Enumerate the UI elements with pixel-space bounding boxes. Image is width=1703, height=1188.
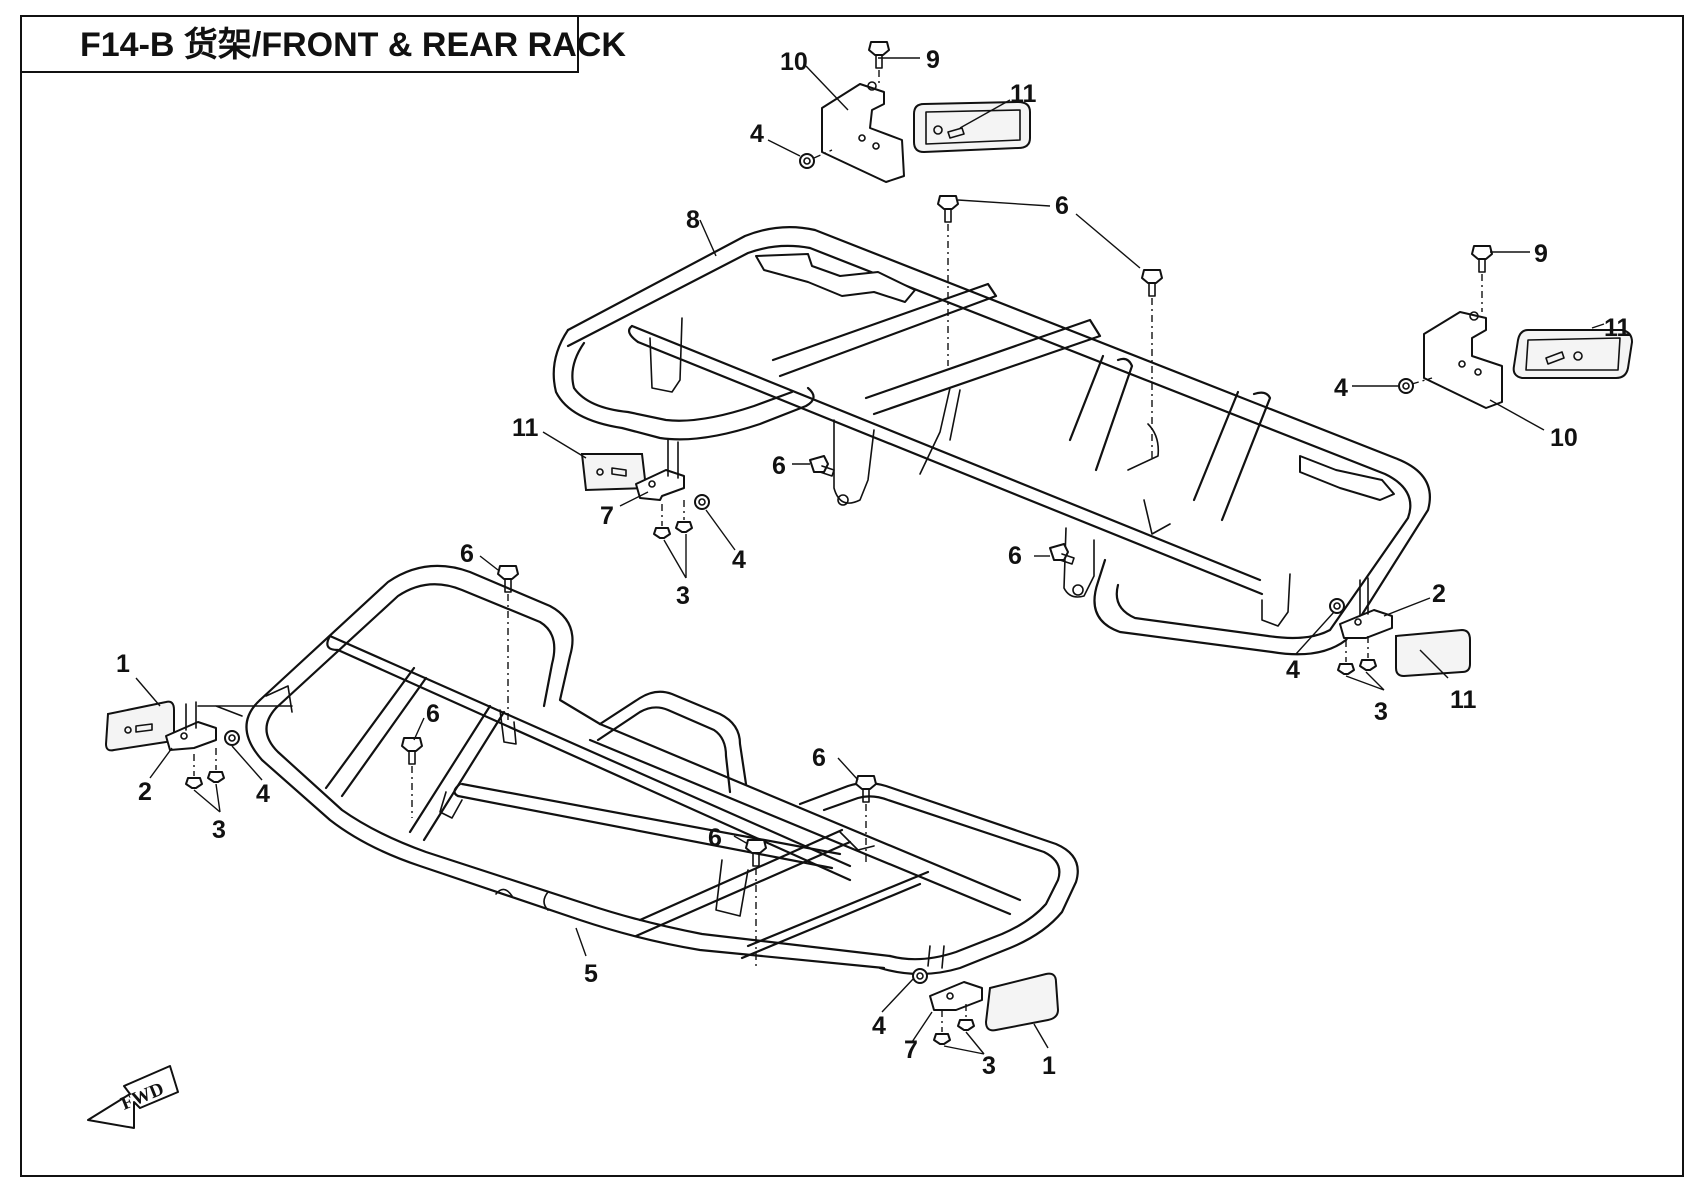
bolts-3-rear-left: [653, 500, 693, 539]
callout-8: 8: [686, 206, 700, 234]
callout-11: 11: [512, 414, 539, 442]
callout-10: 10: [780, 48, 808, 76]
callout-5: 5: [584, 960, 598, 988]
callout-1: 1: [116, 650, 130, 678]
diagram-border: [20, 15, 1684, 1177]
bolt-6-front-2: [401, 737, 423, 818]
callout-3: 3: [1374, 698, 1388, 726]
callout-3: 3: [982, 1052, 996, 1080]
reflector-11-right: [1512, 329, 1634, 379]
callout-6: 6: [772, 452, 786, 480]
callout-6: 6: [708, 824, 722, 852]
title-block: F14-B 货架/FRONT & REAR RACK: [20, 15, 626, 73]
bolt-9-right: [1471, 245, 1493, 312]
callout-4: 4: [256, 780, 270, 808]
nut-4-rear-left: [694, 494, 710, 510]
nut-4-top: [799, 149, 833, 169]
bolt-6-front-4: [745, 839, 767, 966]
callout-10: 10: [1550, 424, 1578, 452]
bolt-6-front-1: [497, 565, 519, 720]
callout-11: 11: [1010, 80, 1037, 108]
bolt-6-rear-4: [1049, 543, 1075, 565]
callout-6: 6: [812, 744, 826, 772]
bracket-10-top: [821, 81, 905, 183]
reflector-1-front-right: [984, 972, 1060, 1032]
rear-rack: [552, 226, 1431, 656]
bracket-10-right: [1423, 311, 1503, 409]
nut-4-rear-right: [1329, 598, 1345, 614]
callout-4: 4: [732, 546, 746, 574]
front-rack: [197, 564, 1079, 976]
bolts-3-front-left: [185, 748, 225, 789]
bolt-6-rear-1: [937, 195, 959, 366]
callout-3: 3: [212, 816, 226, 844]
callout-4: 4: [1286, 656, 1300, 684]
callout-7: 7: [904, 1036, 918, 1064]
callout-9: 9: [926, 46, 940, 74]
reflector-1-front-left: [104, 700, 175, 752]
bolt-9-top: [868, 41, 890, 86]
reflector-11-rear-right: [1395, 628, 1471, 678]
callout-2: 2: [1432, 580, 1446, 608]
callout-4: 4: [750, 120, 764, 148]
callout-6: 6: [1008, 542, 1022, 570]
callout-11: 11: [1450, 686, 1477, 714]
callout-11: 11: [1604, 314, 1631, 342]
reflector-11-top: [913, 100, 1031, 154]
bolt-6-rear-3: [809, 455, 835, 477]
bolt-6-front-3: [855, 775, 877, 866]
leader-lines: [135, 57, 1605, 1055]
fwd-arrow: FWD: [87, 1065, 179, 1129]
nut-4-right: [1398, 377, 1433, 394]
page-title: F14-B 货架/FRONT & REAR RACK: [80, 26, 626, 64]
callout-4: 4: [872, 1012, 886, 1040]
bolts-3-rear-right: [1337, 636, 1377, 675]
bracket-2-rear-right: [1339, 577, 1393, 639]
bracket-7-front-right: [929, 981, 983, 1011]
callout-9: 9: [1534, 240, 1548, 268]
callout-1: 1: [1042, 1052, 1056, 1080]
callout-6: 6: [426, 700, 440, 728]
bolt-6-rear-2: [1141, 269, 1163, 462]
callout-2: 2: [138, 778, 152, 806]
callout-labels: 9 10 11 4 6 8 9 11 4 10 11 6 7 4 3 6 2 4…: [116, 46, 1631, 1080]
callout-7: 7: [600, 502, 614, 530]
nut-4-front-left: [224, 730, 240, 746]
bolts-3-front-right: [933, 1004, 975, 1045]
callout-6: 6: [1055, 192, 1069, 220]
callout-6: 6: [460, 540, 474, 568]
nut-4-front-right: [912, 968, 928, 984]
callout-3: 3: [676, 582, 690, 610]
callout-4: 4: [1334, 374, 1348, 402]
